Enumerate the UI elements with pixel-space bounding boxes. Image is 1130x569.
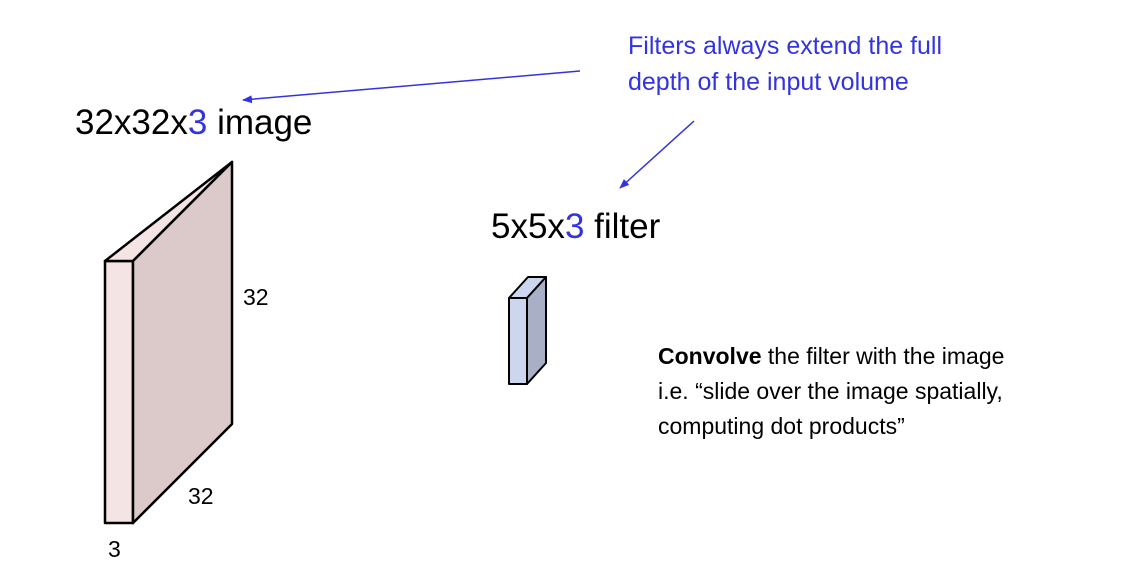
description-line-3: computing dot products” <box>658 413 905 439</box>
input-volume-side-face <box>131 160 234 525</box>
image-label: 32x32x3 image <box>75 102 312 144</box>
depth-dimension-label: 3 <box>108 536 121 562</box>
image-label-suffix: image <box>207 103 313 142</box>
image-label-depth: 3 <box>187 103 208 142</box>
width-dimension-label: 32 <box>188 483 214 509</box>
filter-volume <box>508 276 547 385</box>
input-volume <box>103 160 234 525</box>
description-line-1: Convolve the filter with the image <box>658 339 1128 374</box>
convolve-description: Convolve the filter with the image i.e. … <box>658 339 1128 444</box>
filter-label-depth: 3 <box>564 207 585 246</box>
input-volume-front-face <box>103 259 135 525</box>
filter-label-suffix: filter <box>584 207 661 246</box>
filter-label: 5x5x3 filter <box>491 206 660 248</box>
description-line-2: i.e. “slide over the image spatially, <box>658 378 1003 404</box>
description-line-1-rest: the filter with the image <box>761 343 1005 369</box>
filter-side-face <box>526 276 547 385</box>
filter-front-face <box>508 297 528 385</box>
height-dimension-label: 32 <box>243 284 269 310</box>
annotation-line-1: Filters always extend the full <box>628 32 943 60</box>
arrow-to-filter-label <box>619 120 695 189</box>
image-label-prefix: 32x32x <box>75 103 188 142</box>
arrow-to-image-label <box>242 70 581 104</box>
filter-label-prefix: 5x5x <box>491 207 565 246</box>
description-bold-word: Convolve <box>658 343 762 369</box>
depth-annotation: Filters always extend the full depth of … <box>628 28 1048 100</box>
annotation-line-2: depth of the input volume <box>628 68 909 96</box>
